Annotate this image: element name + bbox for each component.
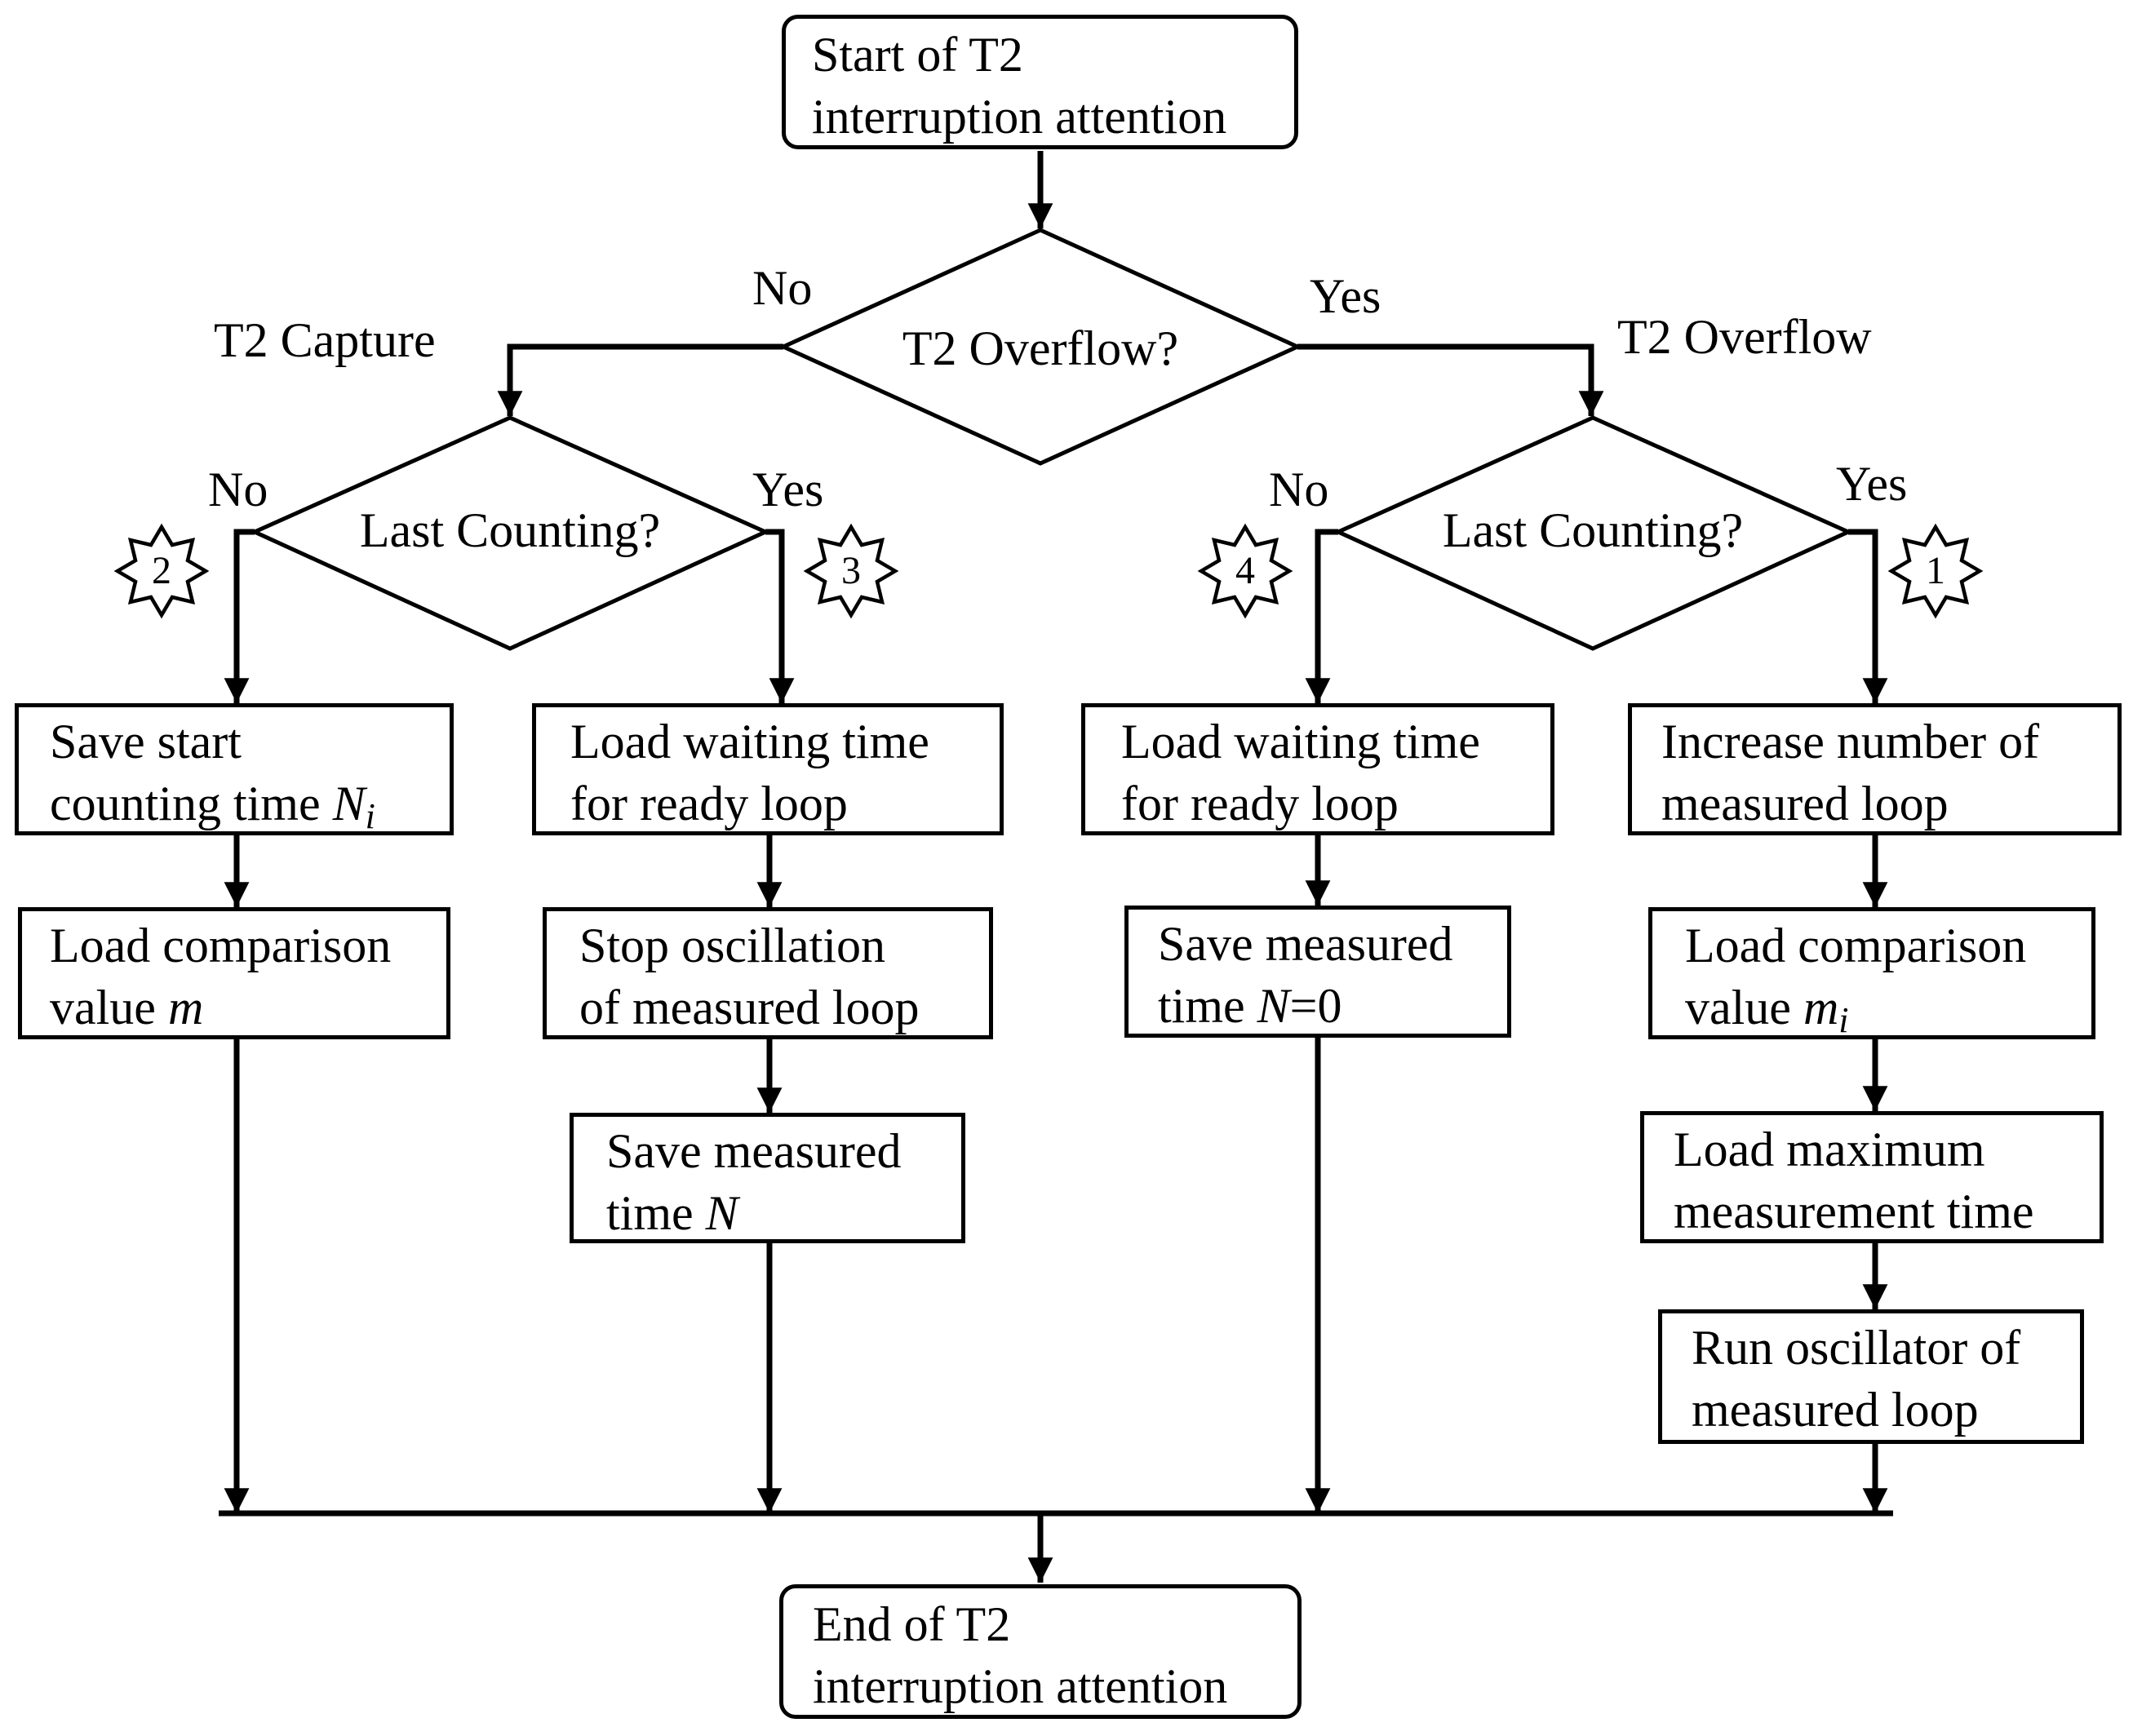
process-run-oscillator: Run oscillator of measured loop bbox=[1658, 1309, 2084, 1444]
start-line2: interruption attention bbox=[812, 90, 1227, 144]
c4b1-line1: Increase number of bbox=[1661, 715, 2040, 768]
process-load-waiting-time-right: Load waiting time for ready loop bbox=[1081, 703, 1554, 835]
decision-left-no-label: No bbox=[208, 463, 268, 516]
process-save-start-counting-time: Save start counting time Ni bbox=[15, 703, 454, 835]
decision-right-text: Last Counting? bbox=[1442, 503, 1744, 557]
branch-left-title: T2 Capture bbox=[214, 313, 436, 367]
c2b2-line2: of measured loop bbox=[579, 981, 920, 1034]
marker-3-number: 3 bbox=[841, 549, 861, 592]
process-load-comparison-value-mi: Load comparison value mi bbox=[1648, 907, 2095, 1039]
process-load-waiting-time-left: Load waiting time for ready loop bbox=[532, 703, 1004, 835]
decision-right-diamond bbox=[1333, 415, 1854, 651]
start-line1: Start of T2 bbox=[812, 28, 1023, 82]
c3b1-line2: for ready loop bbox=[1121, 777, 1399, 830]
c4b2-line2: value mi bbox=[1685, 981, 1849, 1040]
end-terminal: End of T2 interruption attention bbox=[779, 1584, 1302, 1719]
process-load-maximum-measurement-time: Load maximum measurement time bbox=[1640, 1111, 2104, 1243]
decision-main-no-label: No bbox=[752, 261, 813, 315]
marker-2-number: 2 bbox=[152, 549, 171, 592]
c2b1-line1: Load waiting time bbox=[570, 715, 929, 768]
arrow-right-yes bbox=[1848, 529, 1888, 703]
c2b3-line1: Save measured bbox=[606, 1124, 902, 1178]
marker-1-number: 1 bbox=[1926, 549, 1945, 592]
decision-main-text: T2 Overflow? bbox=[902, 321, 1179, 375]
arrow-right-no bbox=[1305, 529, 1338, 703]
process-increase-number-of-loop: Increase number of measured loop bbox=[1628, 703, 2122, 835]
c1b2-line2: value m bbox=[50, 981, 204, 1034]
c3b1-line1: Load waiting time bbox=[1121, 715, 1480, 768]
c2b3-line2: time N bbox=[606, 1186, 738, 1240]
c2b2-line1: Stop oscillation bbox=[579, 919, 885, 972]
end-line1: End of T2 bbox=[813, 1597, 1011, 1651]
process-stop-oscillation: Stop oscillation of measured loop bbox=[543, 907, 993, 1039]
c4b2-line1: Load comparison bbox=[1685, 919, 2027, 972]
decision-left-yes-label: Yes bbox=[752, 463, 824, 516]
c3b2-line2: time N=0 bbox=[1158, 979, 1342, 1033]
end-line2: interruption attention bbox=[813, 1659, 1228, 1713]
c3b2-line1: Save measured bbox=[1158, 917, 1453, 971]
process-save-measured-time-zero: Save measured time N=0 bbox=[1124, 906, 1511, 1038]
process-load-comparison-value-m: Load comparison value m bbox=[18, 907, 450, 1039]
branch-right-title: T2 Overflow bbox=[1617, 310, 1872, 364]
start-terminal: Start of T2 interruption attention bbox=[782, 15, 1298, 149]
decision-right-yes-label: Yes bbox=[1836, 457, 1908, 511]
decision-main-diamond bbox=[778, 228, 1303, 466]
c4b4-line2: measured loop bbox=[1692, 1383, 1979, 1437]
arrow-left-yes bbox=[765, 529, 795, 703]
process-save-measured-time-n: Save measured time N bbox=[570, 1113, 965, 1243]
decision-right-no-label: No bbox=[1269, 463, 1329, 516]
arrow-left-no bbox=[224, 529, 255, 703]
c1b1-line2: counting time Ni bbox=[50, 777, 375, 836]
c1b1-line1: Save start bbox=[50, 715, 242, 768]
marker-4-number: 4 bbox=[1235, 549, 1255, 592]
marker-4-shape bbox=[1197, 523, 1293, 619]
decision-left-diamond bbox=[249, 415, 771, 651]
c1b2-line1: Load comparison bbox=[50, 919, 392, 972]
c4b3-line2: measurement time bbox=[1674, 1185, 2034, 1238]
arrow-main-no bbox=[497, 343, 783, 416]
marker-3-shape bbox=[803, 523, 899, 619]
arrow-main-yes bbox=[1297, 343, 1604, 416]
decision-left-text: Last Counting? bbox=[359, 503, 661, 557]
c4b3-line1: Load maximum bbox=[1674, 1123, 1985, 1176]
c4b1-line2: measured loop bbox=[1661, 777, 1949, 830]
decision-main-yes-label: Yes bbox=[1310, 269, 1381, 323]
marker-2-shape bbox=[113, 523, 210, 619]
c2b1-line2: for ready loop bbox=[570, 777, 848, 830]
c4b4-line1: Run oscillator of bbox=[1692, 1321, 2021, 1375]
marker-1-shape bbox=[1887, 523, 1984, 619]
